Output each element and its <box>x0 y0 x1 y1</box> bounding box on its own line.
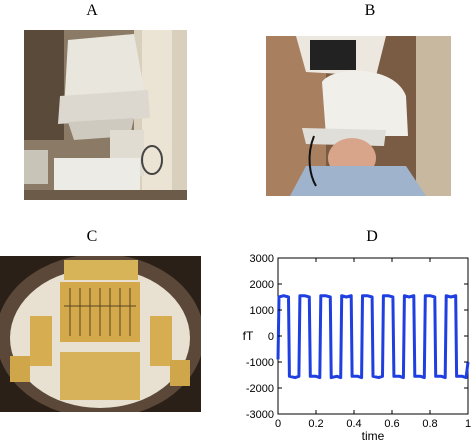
panel-label-c: C <box>86 228 98 245</box>
panel-label-b: B <box>364 2 376 19</box>
y-tick-label: -1000 <box>246 357 274 369</box>
plot-area <box>276 257 470 415</box>
panel-label-d: D <box>366 228 378 245</box>
photo-subject-in-helmet <box>266 36 451 196</box>
y-axis-label: fT <box>243 329 254 343</box>
photo-meg-device <box>24 30 187 200</box>
y-tick-label: -3000 <box>246 409 274 421</box>
series-line-0 <box>276 294 470 380</box>
panel-label-a: A <box>86 2 98 19</box>
x-tick-label: 0.6 <box>384 418 399 430</box>
y-tick-label: 1000 <box>250 305 274 317</box>
x-tick-label: 0.8 <box>422 418 437 430</box>
photo-sensor-array <box>0 256 201 412</box>
x-tick-label: 1 <box>465 418 471 430</box>
y-tick-label: -2000 <box>246 383 274 395</box>
y-tick-label: 3000 <box>250 253 274 265</box>
x-tick-label: 0 <box>275 418 281 430</box>
x-tick-label: 0.2 <box>308 418 323 430</box>
x-axis-label: time <box>362 429 385 440</box>
y-tick-label: 0 <box>268 331 274 343</box>
y-tick-label: 2000 <box>250 279 274 291</box>
x-tick-label: 0.4 <box>346 418 361 430</box>
